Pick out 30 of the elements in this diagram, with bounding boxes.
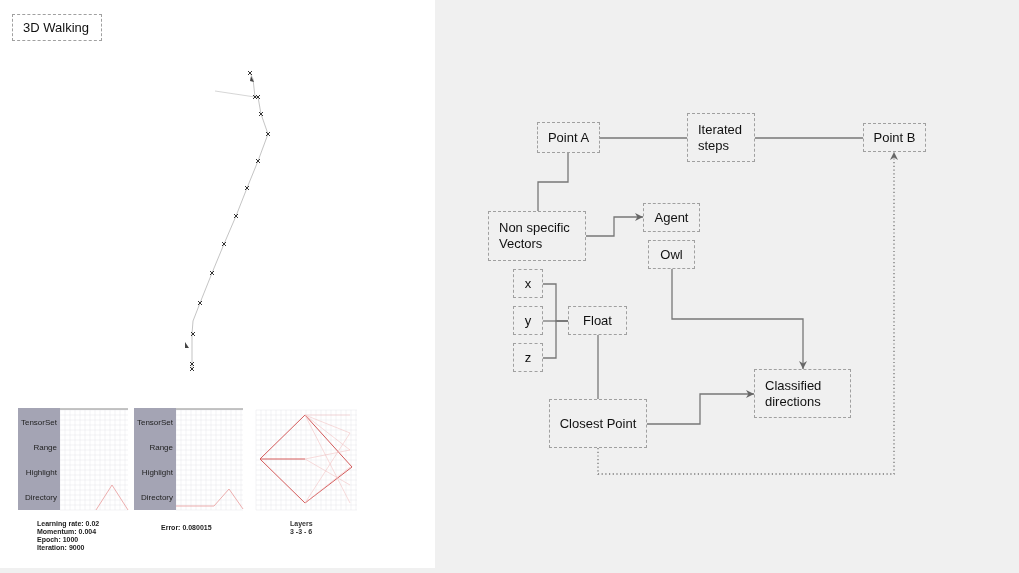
connector	[537, 152, 569, 212]
process-box: Non specific Vectors	[488, 211, 586, 261]
process-box: y	[513, 306, 543, 335]
process-box: Point A	[537, 122, 600, 153]
process-box: Agent	[643, 203, 700, 232]
connector	[754, 137, 864, 139]
axis-label: Range	[32, 443, 57, 452]
axis-label: Directory	[140, 493, 173, 502]
title-box: 3D Walking	[12, 14, 102, 41]
connector	[597, 334, 599, 400]
connector	[597, 151, 898, 475]
axis-label: Directory	[24, 493, 57, 502]
axis-label: Highlight	[24, 468, 57, 477]
process-box: Owl	[648, 240, 695, 269]
connector	[585, 213, 644, 237]
connector	[671, 268, 807, 370]
axis-label: TensorSet	[135, 418, 173, 427]
connector	[542, 320, 569, 359]
process-box: z	[513, 343, 543, 372]
process-box: Point B	[863, 123, 926, 152]
process-box: x	[513, 269, 543, 298]
process-box: Float	[568, 306, 627, 335]
axis-label: Highlight	[140, 468, 173, 477]
connector	[646, 390, 755, 425]
axis-label: TensorSet	[19, 418, 57, 427]
process-box: Iterated steps	[687, 113, 755, 162]
axis-label: Range	[148, 443, 173, 452]
connector	[599, 137, 688, 139]
process-box: Classified directions	[754, 369, 851, 418]
process-box: Closest Point	[549, 399, 647, 448]
